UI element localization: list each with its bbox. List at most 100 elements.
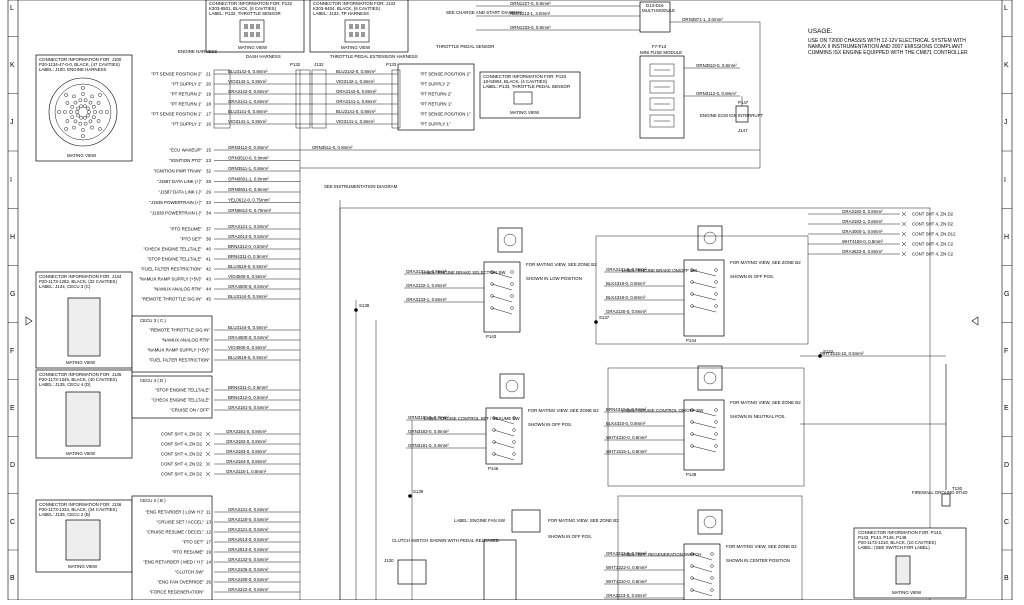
cont-left-name-0: CONT SHT 4, ZN D2 <box>161 432 203 437</box>
cont-left-wire-4: GRA3115-1, 0.8mm² <box>226 469 267 474</box>
signals_c-wirelabel-3: GRA2013-0, 0.5mm² <box>228 537 269 542</box>
right-wire-2: GRA4000-1, 0.8mm² <box>842 229 883 234</box>
p147-label: P147 <box>738 100 749 105</box>
signals_i-pin-3: 28 <box>206 179 211 184</box>
p132-pin-label: P132 <box>290 62 301 67</box>
signals_f-name-1: "NAMUX ANALOG RTN" <box>162 338 211 343</box>
switch-wire-cruise_onoff-3: WHT1515-1, 0.8mm² <box>606 449 648 454</box>
j135-mating-view: MATING VIEW <box>66 451 96 456</box>
signals_i-wirelabel-3: ORN0601-1, 0.8mm² <box>228 177 269 182</box>
right-cont-1: CONT SHT 4, ZN D2 <box>912 222 954 227</box>
top-wire-3: ORN3871-1, 3.0mm² <box>682 17 723 22</box>
j132-info-1: CONNECTOR INFORMATION FOR: J132 <box>313 1 396 6</box>
connector-bracket-2 <box>311 69 327 129</box>
signals_h-wirelabel-6: GRA4500-0, 0.5mm² <box>228 284 269 289</box>
j135-info-3: LABEL: J135, CECU 4 (D) <box>39 382 91 387</box>
switch-cruise_set: LABEL: CRUISE CONTROL SET / RESUME SWFOR… <box>406 373 599 471</box>
engine_signals-wirelabel-3: GRA3141-1, 0.8mm² <box>228 99 269 104</box>
zone-right-G: G <box>1004 291 1009 298</box>
connector-box-j132: CONNECTOR INFORMATION FOR: J132 K303-640… <box>309 0 409 53</box>
signals_h-pin-4: 42 <box>206 267 211 272</box>
switch-label-fan: LABEL: ENGINE FAN SW <box>454 518 506 523</box>
signals_i-name-2: "IGNITION PWR TRAIN" <box>154 169 203 174</box>
right-cont-2: CONT SHT 4, ZN D12 <box>912 232 956 237</box>
throttle-wirelabel-4: BLU3141-0, 0.8mm² <box>336 109 376 114</box>
zone-left-E: E <box>10 405 15 412</box>
j130-label: J130 <box>384 558 394 563</box>
p142-info-1: CONNECTOR INFORMATION FOR: P142, <box>858 530 942 535</box>
see-charge-start: SEE CHARGE AND START DIAGRAM <box>446 10 522 15</box>
throttle-signal-4: "PT SENSE POSITION 1" <box>420 112 471 117</box>
switch-label-dpf: LABEL: DPF REGENERATION SWITCH <box>622 552 701 557</box>
connector-box-p142: CONNECTOR INFORMATION FOR: P142, P143, P… <box>853 527 967 599</box>
signals_h-pin-5: 43 <box>206 277 211 282</box>
signals_h-pin-0: 37 <box>206 227 211 232</box>
right-continuation-rows: GRA3182-0, 0.8mm² CONT SHT 4, ZN D2 GRA318… <box>808 209 956 257</box>
splice-dot <box>408 494 412 498</box>
cont-left-name-3: CONT SHT 4, ZN D2 <box>161 462 203 467</box>
signals_c-pin-7: 26 <box>206 580 211 585</box>
signals_h-pin-7: 45 <box>206 297 211 302</box>
break-icon <box>901 211 907 217</box>
cecu2-box <box>131 495 213 601</box>
right-wire-0: GRA3182-0, 0.8mm² <box>842 209 883 214</box>
switch-frame-1 <box>607 367 805 487</box>
left-arrow-icon <box>25 316 33 326</box>
signals_c-pin-5: 14 <box>206 560 211 565</box>
signals_h-wirelabel-7: BLU3144-0, 0.5mm² <box>228 294 268 299</box>
throttle-wirelabel-3: GRA3141-1, 0.8mm² <box>336 99 377 104</box>
switch-shown-dpf: SHOWN IN CENTER POSITION <box>726 558 790 563</box>
throttle-wirelabel-0: BLU3142-0, 0.8mm² <box>336 69 376 74</box>
throttle-signal-3: "PT RETURN 1" <box>420 102 452 107</box>
p133-info-2: 18-04904, BLACK, (4 CAVITIES) <box>483 79 548 84</box>
zone-right-B: B <box>1004 575 1009 582</box>
signals_c-pin-3: 17 <box>206 540 211 545</box>
fuse-icon <box>649 97 675 111</box>
j100-mating-view: MATING VIEW <box>67 153 97 158</box>
t130-label: T130 <box>952 486 963 491</box>
switch-matingnote-dpf: FOR MATING VIEW, SEE ZONE B2 <box>726 544 797 549</box>
signals_c-name-1: "CRUISE SET / ACCEL" <box>157 520 205 525</box>
switch-matingnote-ebrake_sel: FOR MATING VIEW, SEE ZONE B2 <box>526 262 597 267</box>
throttle-signal-1: "PT SUPPLY 2" <box>420 82 451 87</box>
cecu3-box <box>131 315 213 373</box>
clutch-switch: CLUTCH SWITCH SHOWN WITH PEDAL RELEASED … <box>384 538 499 585</box>
signals_h-pin-6: 44 <box>206 287 211 292</box>
signals_f-wirelabel-2: VIO4500-0, 0.5mm² <box>228 345 267 350</box>
signals_i-wirelabel-5: YEL0612-0, 0.75mm² <box>228 198 270 203</box>
see-instr: SEE INSTRUMENTATION DIAGRAM <box>324 184 398 189</box>
switch-wire-cruise_onoff-0: BRN4310-0, 0.8mm² <box>606 407 647 412</box>
connector-bracket-3 <box>391 69 401 129</box>
engine_signals-pin-4: 17 <box>206 112 211 117</box>
usage-line-1: USE ON T2000 CHASSIS WITH 12-12V ELECTRI… <box>808 38 966 44</box>
signals_h-wirelabel-2: BRN4312-0, 0.5mm² <box>228 244 269 249</box>
zone-left-K: K <box>10 62 15 69</box>
j134-info-3: LABEL: J134, CECU 3 (C) <box>39 284 91 289</box>
j136-connector-icon <box>65 519 101 561</box>
p133-info-1: CONNECTOR INFORMATION FOR: P133 <box>483 74 567 79</box>
switch-wire-cruise_set-0: GRN3180-0, 0.8mm² <box>408 415 449 420</box>
cont-left-name-4: CONT SHT 4, ZN D2 <box>161 472 203 477</box>
dash-harness-label: DASH HARNESS <box>246 54 281 59</box>
break-icon <box>901 221 907 227</box>
throttle-signal-rows: "PT SENSE POSITION 2"BLU3142-0, 0.8mm²"P… <box>213 69 471 129</box>
signals_c-pin-4: 19 <box>206 550 211 555</box>
mini-fuse-label: MINI FUSE MODULE <box>640 50 682 55</box>
p133-pin-label: P133 <box>386 62 397 67</box>
splice-dot <box>354 308 358 312</box>
signals_i-name-3: "J1587 DATA LINK (+)" <box>157 179 202 184</box>
signals_i-name-0: "ECU WAKEUP" <box>170 148 203 153</box>
j135-info-1: CONNECTOR INFORMATION FOR: J135 <box>39 372 122 377</box>
signals_h-pin-1: 38 <box>206 237 211 242</box>
signals_i-wirelabel-2: ORN3511-1, 0.8mm² <box>228 166 269 171</box>
top-wire-1: RED1213-1, 3.0mm² <box>510 11 551 16</box>
engine_signals-name-4: "PT SENSE POSITION 1" <box>151 112 202 117</box>
j100-info-3: LABEL: J100, ENGINE HARNESS <box>39 67 106 72</box>
right-wire-1: GRA3183-1, 0.8mm² <box>842 219 883 224</box>
